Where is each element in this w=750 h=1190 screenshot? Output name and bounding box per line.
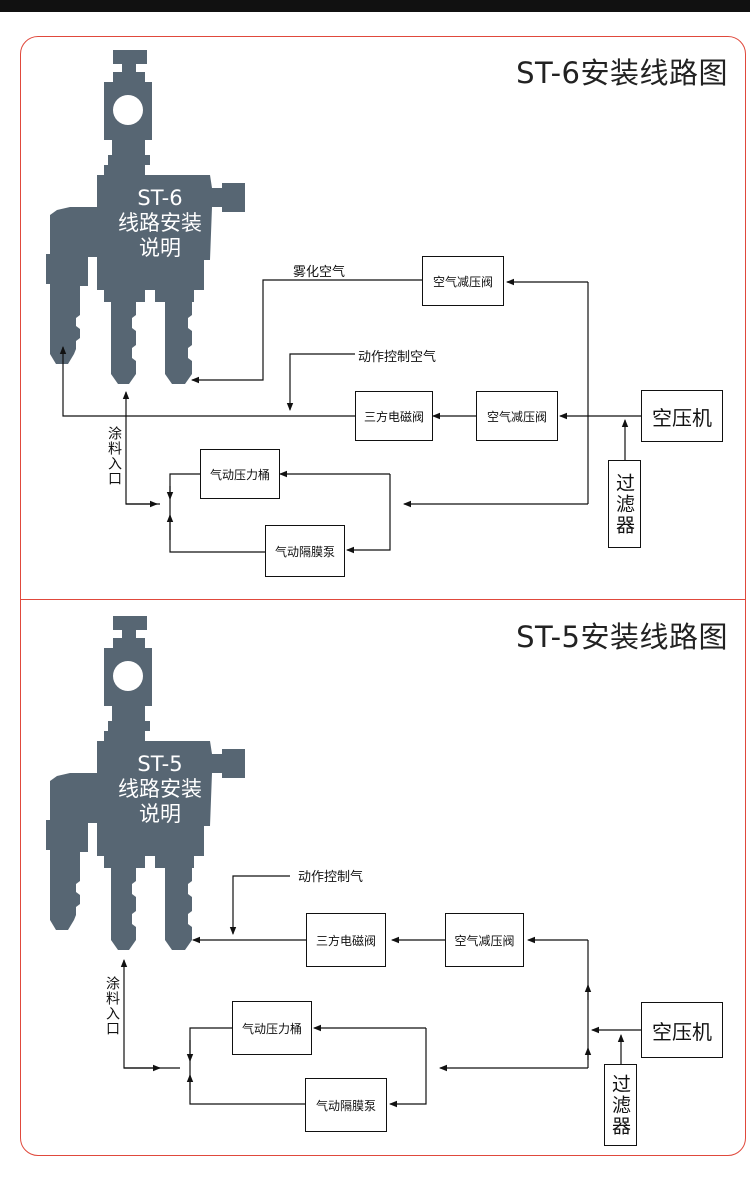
control-air-label: 动作控制空气	[358, 350, 437, 365]
compressor-box: 空压机	[641, 1002, 723, 1058]
atomizing-air-label: 雾化空气	[293, 265, 346, 280]
compressor-box: 空压机	[641, 390, 723, 442]
section2-title: ST-5安装线路图	[516, 620, 728, 654]
gun-label-line1: 线路安装	[118, 211, 202, 235]
reducer-box: 空气减压阀	[445, 913, 524, 967]
solenoid-box: 三方电磁阀	[306, 913, 386, 967]
paint-inlet-label: 涂料入口	[104, 976, 120, 1036]
gun-label-line2: 说明	[139, 236, 181, 260]
control-air-label: 动作控制气	[298, 870, 364, 885]
gun-model: ST-6	[137, 186, 183, 210]
pump-box: 气动隔膜泵	[265, 525, 345, 577]
reducer-mid-box: 空气减压阀	[476, 391, 558, 441]
gun-label-st6: ST-6 线路安装 说明	[100, 186, 220, 261]
gun-label-line2: 说明	[139, 802, 181, 826]
diagram-frame	[20, 36, 746, 1156]
atomizing-air-line	[191, 279, 422, 384]
reducer-top-box: 空气减压阀	[422, 256, 504, 306]
section1-title: ST-6安装线路图	[516, 56, 728, 90]
section-divider	[20, 599, 746, 600]
paint-inlet-label: 涂料入口	[106, 426, 122, 486]
gun-model: ST-5	[137, 752, 183, 776]
gun-label-st5: ST-5 线路安装 说明	[100, 752, 220, 827]
gun-label-line1: 线路安装	[118, 777, 202, 801]
control-air-line	[286, 353, 355, 411]
filter-box: 过滤器	[604, 1064, 637, 1146]
tank-box: 气动压力桶	[200, 449, 280, 499]
solenoid-to-gun-line	[59, 346, 355, 417]
filter-box: 过滤器	[608, 460, 641, 548]
pump-box: 气动隔膜泵	[305, 1078, 387, 1132]
top-bar	[0, 0, 750, 12]
solenoid-box: 三方电磁阀	[355, 391, 433, 441]
tank-box: 气动压力桶	[232, 1001, 312, 1055]
